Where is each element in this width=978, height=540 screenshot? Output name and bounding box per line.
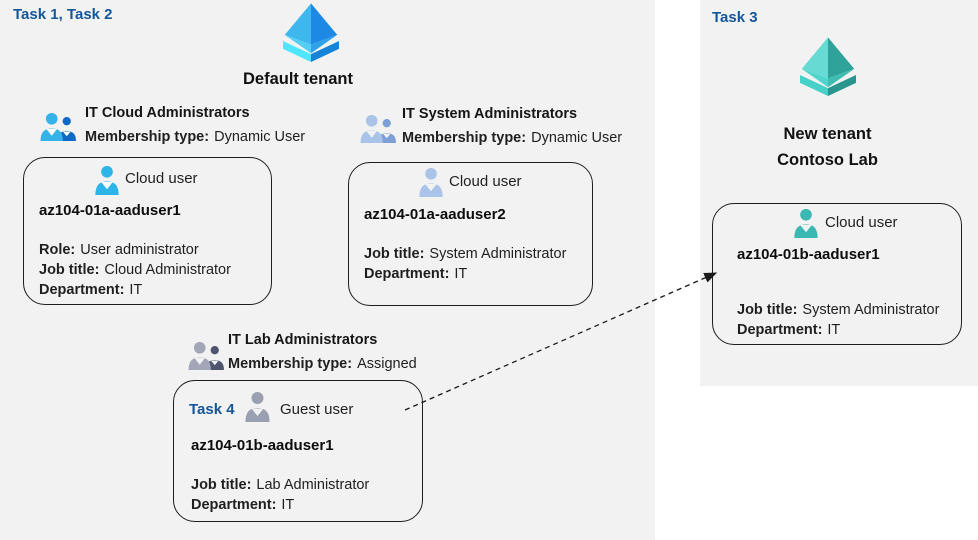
default-tenant-panel xyxy=(0,0,655,540)
cloud-user-icon xyxy=(94,165,120,196)
field-label: Job title: xyxy=(39,262,100,278)
group-it-system-administrators: IT System Administrators Membership type… xyxy=(360,105,660,155)
user-type-label: Cloud user xyxy=(825,214,898,231)
group-name: IT System Administrators xyxy=(402,106,578,122)
field-value: Cloud Administrator xyxy=(104,262,231,278)
new-tenant-line2: Contoso Lab xyxy=(777,151,878,169)
field-value: Lab Administrator xyxy=(256,477,370,493)
field-label: Department: xyxy=(364,266,450,282)
field-value: System Administrator xyxy=(429,246,567,262)
group-it-cloud-administrators: IT Cloud Administrators Membership type:… xyxy=(40,104,340,154)
default-tenant-icon xyxy=(276,2,346,66)
field-row: Job title:System Administrator xyxy=(737,300,939,320)
field-label: Job title: xyxy=(191,477,252,493)
group-membership: Membership type:Assigned xyxy=(228,356,417,372)
username: az104-01b-aaduser1 xyxy=(191,437,334,454)
user-fields: Job title:System Administrator Departmen… xyxy=(364,244,566,284)
task-3-label: Task 3 xyxy=(712,9,758,26)
field-value: IT xyxy=(827,322,841,338)
username: az104-01b-aaduser1 xyxy=(737,246,880,263)
user-type-label: Cloud user xyxy=(125,170,198,187)
username: az104-01a-aaduser2 xyxy=(364,206,506,223)
field-row: Role:User administrator xyxy=(39,240,231,260)
default-tenant-name: Default tenant xyxy=(242,70,353,88)
field-label: Department: xyxy=(737,322,823,338)
cloud-user-icon xyxy=(418,167,444,198)
user-fields: Job title:System Administrator Departmen… xyxy=(737,300,939,340)
user-type-label: Guest user xyxy=(280,401,354,418)
group-name: IT Lab Administrators xyxy=(228,332,378,348)
field-value: System Administrator xyxy=(802,302,940,318)
new-tenant-icon xyxy=(793,36,863,100)
group-icon xyxy=(360,113,397,144)
field-value: IT xyxy=(454,266,468,282)
new-tenant-name: New tenant Contoso Lab xyxy=(740,121,915,173)
field-label: Job title: xyxy=(364,246,425,262)
user-card-aaduser2: Cloud user az104-01a-aaduser2 Job title:… xyxy=(348,162,593,306)
field-row: Department:IT xyxy=(737,320,939,340)
task-1-2-label: Task 1, Task 2 xyxy=(13,6,113,23)
group-it-lab-administrators: IT Lab Administrators Membership type:As… xyxy=(188,331,488,381)
membership-label: Membership type: xyxy=(402,130,527,146)
membership-value: Dynamic User xyxy=(531,130,623,146)
user-fields: Job title:Lab Administrator Department:I… xyxy=(191,475,369,515)
field-label: Department: xyxy=(39,282,125,298)
field-label: Department: xyxy=(191,497,277,513)
group-icon xyxy=(188,340,225,371)
field-label: Job title: xyxy=(737,302,798,318)
field-value: User administrator xyxy=(80,242,199,258)
field-label: Role: xyxy=(39,242,76,258)
group-name: IT Cloud Administrators xyxy=(85,105,250,121)
new-tenant-line1: New tenant xyxy=(783,125,872,143)
user-fields: Role:User administrator Job title:Cloud … xyxy=(39,240,231,300)
membership-value: Dynamic User xyxy=(214,129,306,145)
field-row: Department:IT xyxy=(191,495,369,515)
group-membership: Membership type:Dynamic User xyxy=(402,130,622,146)
field-row: Job title:System Administrator xyxy=(364,244,566,264)
guest-user-card: Task 4 Guest user az104-01b-aaduser1 Job… xyxy=(173,380,423,522)
field-value: IT xyxy=(281,497,295,513)
user-card-aaduser1: Cloud user az104-01a-aaduser1 Role:User … xyxy=(23,157,272,305)
user-type-label: Cloud user xyxy=(449,173,522,190)
group-icon xyxy=(40,111,77,142)
task-4-label: Task 4 xyxy=(189,401,235,418)
field-value: IT xyxy=(129,282,143,298)
field-row: Job title:Cloud Administrator xyxy=(39,260,231,280)
group-membership: Membership type:Dynamic User xyxy=(85,129,305,145)
membership-label: Membership type: xyxy=(228,356,353,372)
guest-user-icon xyxy=(244,391,271,423)
field-row: Job title:Lab Administrator xyxy=(191,475,369,495)
field-row: Department:IT xyxy=(39,280,231,300)
membership-label: Membership type: xyxy=(85,129,210,145)
field-row: Department:IT xyxy=(364,264,566,284)
membership-value: Assigned xyxy=(357,356,417,372)
username: az104-01a-aaduser1 xyxy=(39,202,181,219)
new-tenant-user-card: Cloud user az104-01b-aaduser1 Job title:… xyxy=(712,203,962,345)
cloud-user-icon xyxy=(793,208,819,239)
